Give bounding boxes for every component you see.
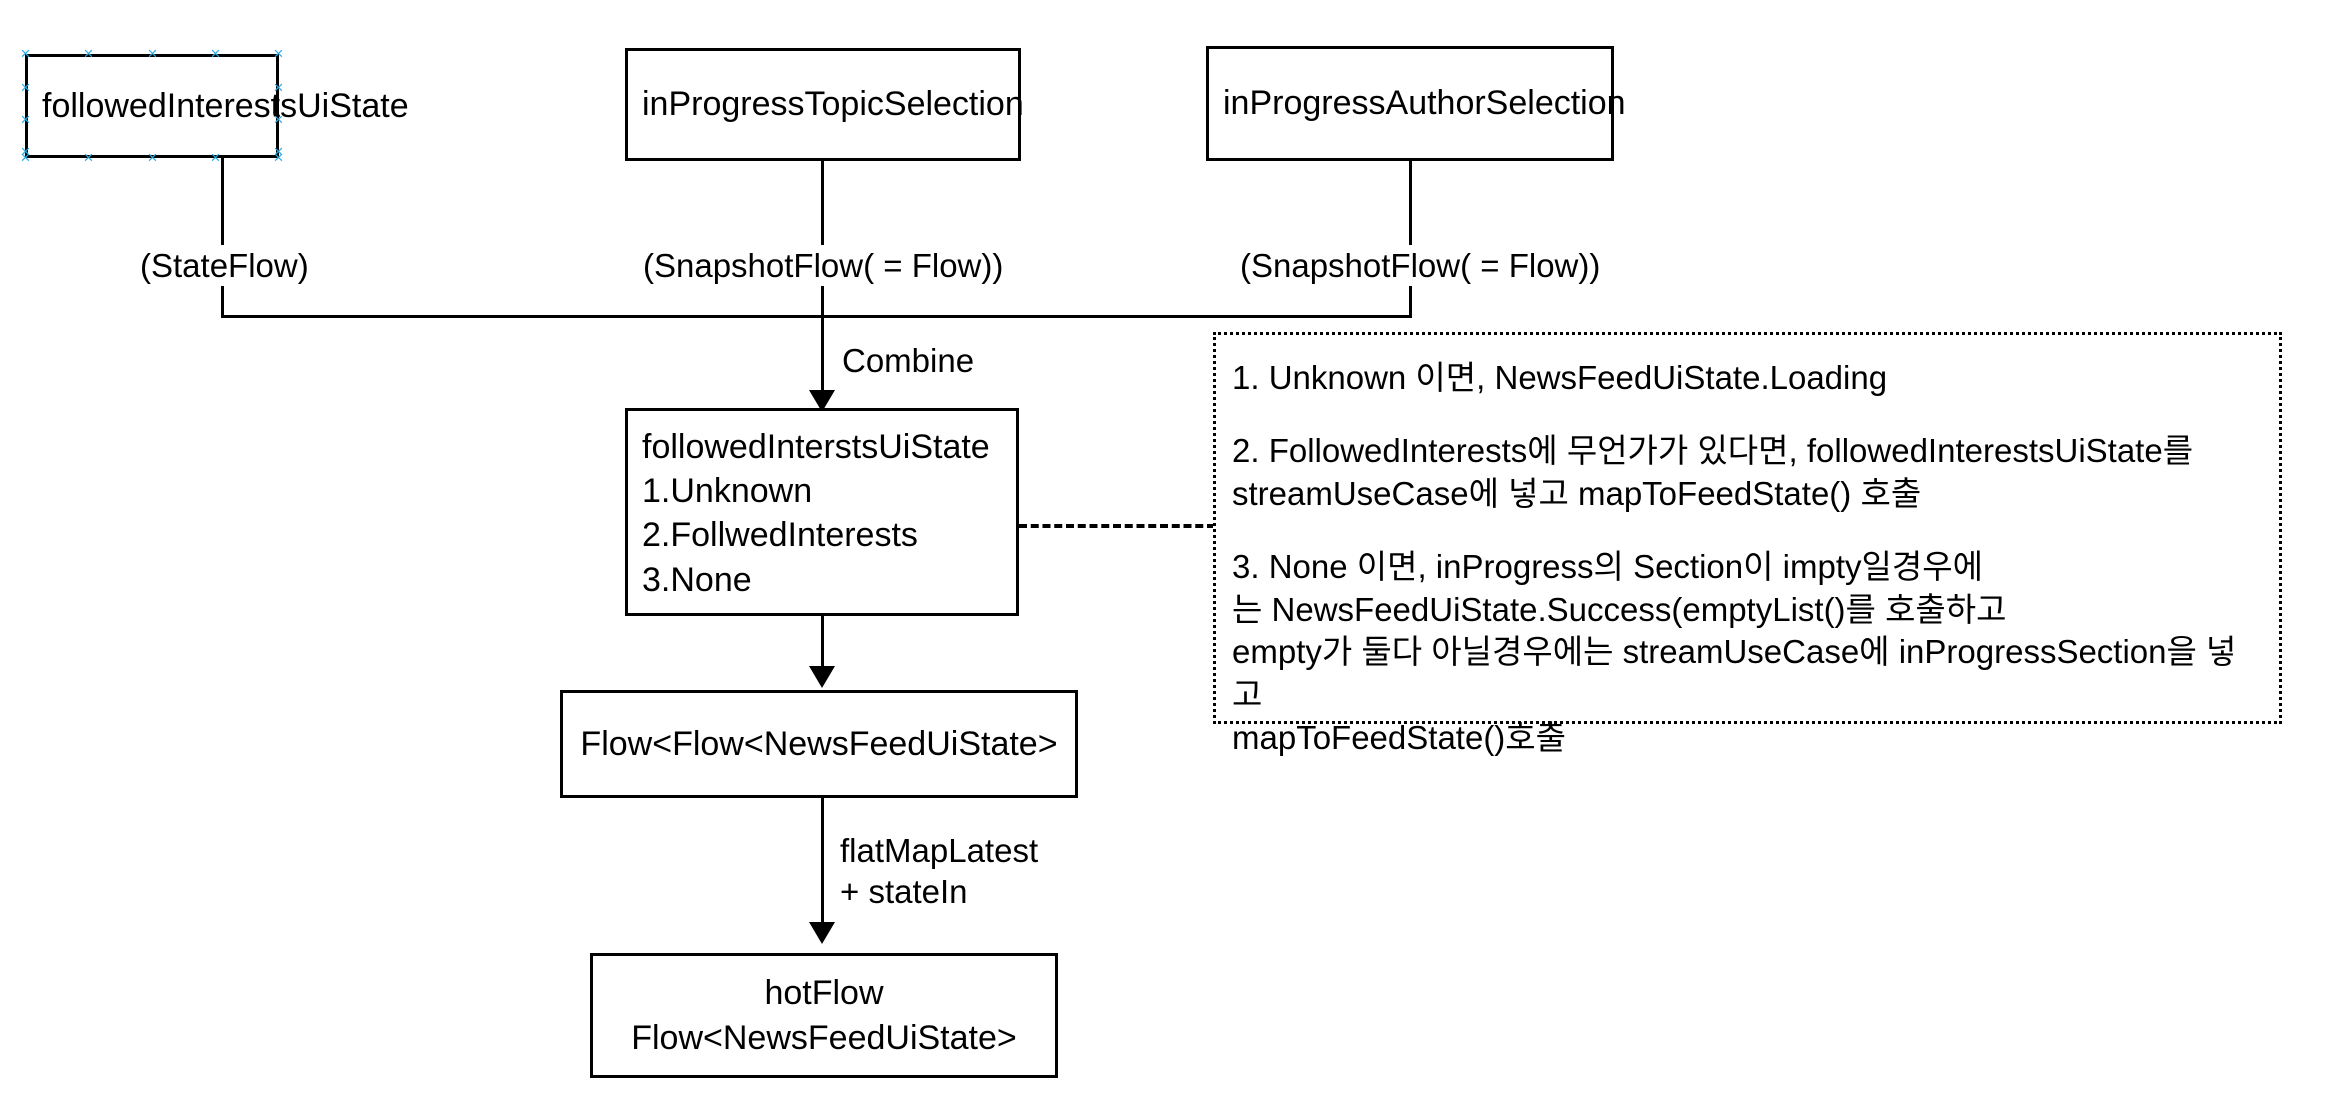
- selection-handle-top-right[interactable]: [272, 47, 285, 60]
- node-in-progress-topic-selection[interactable]: inProgressTopicSelection: [625, 48, 1024, 161]
- selection-handle-right-upper[interactable]: [272, 81, 285, 94]
- node-flow-of-flow[interactable]: Flow<Flow<NewsFeedUiState>: [560, 690, 1078, 798]
- node-in-progress-author-selection[interactable]: inProgressAuthorSelection: [1206, 46, 1626, 161]
- note-item-1: 1. Unknown 이면, NewsFeedUiState.Loading: [1232, 359, 1888, 396]
- node-label: followedInterstsUiState 1.Unknown 2.Foll…: [642, 428, 990, 599]
- node-followed-interests-ui-state[interactable]: followedInterestsUiState: [25, 54, 409, 158]
- selection-handle-bottom-right-mid[interactable]: [209, 151, 222, 164]
- connector-combined-to-flow: [821, 616, 824, 670]
- selection-handle-left-mid[interactable]: [19, 113, 32, 126]
- notes-panel: 1. Unknown 이면, NewsFeedUiState.Loading 2…: [1213, 332, 2282, 756]
- node-label: Flow<Flow<NewsFeedUiState>: [580, 724, 1058, 763]
- node-label: hotFlow Flow<NewsFeedUiState>: [631, 974, 1017, 1057]
- note-item-2: 2. FollowedInterests에 무언가가 있다면, followed…: [1232, 431, 2194, 512]
- type-label-state-flow: (StateFlow): [140, 245, 309, 287]
- type-label-snapshot-flow-author: (SnapshotFlow( = Flow)): [1240, 245, 1601, 287]
- selection-handle-bottom-mid[interactable]: [146, 151, 159, 164]
- connector-followed-interests-drop: [221, 158, 224, 317]
- connector-topic-selection-drop: [821, 161, 824, 414]
- connector-notes-link: [1019, 524, 1215, 528]
- connector-flow-to-hot-flow: [821, 798, 824, 925]
- selection-handle-top[interactable]: [82, 47, 95, 60]
- arrowhead-to-hot-flow: [809, 922, 835, 944]
- type-label-snapshot-flow-topic: (SnapshotFlow( = Flow)): [643, 245, 1004, 287]
- selection-handle-bottom[interactable]: [82, 151, 95, 164]
- node-label: inProgressTopicSelection: [642, 85, 1024, 124]
- arrowhead-combine: [809, 390, 835, 412]
- node-hot-flow[interactable]: hotFlow Flow<NewsFeedUiState>: [590, 953, 1058, 1078]
- edge-label-combine: Combine: [842, 340, 975, 382]
- arrowhead-to-flow-of-flow: [809, 666, 835, 688]
- selection-handle-top-left[interactable]: [19, 47, 32, 60]
- note-item-3: 3. None 이면, inProgress의 Section이 impty일경…: [1232, 547, 2237, 757]
- connector-combine-bus: [221, 315, 1412, 318]
- connector-author-selection-drop: [1409, 161, 1412, 317]
- selection-handle-top-right-mid[interactable]: [209, 47, 222, 60]
- selection-handle-left-upper[interactable]: [19, 81, 32, 94]
- selection-handle-bottom-right[interactable]: [272, 151, 285, 164]
- edge-label-flat-map-latest: flatMapLatest + stateIn: [840, 830, 1039, 913]
- node-label: followedInterestsUiState: [42, 86, 409, 125]
- selection-handle-right-mid[interactable]: [272, 113, 285, 126]
- selection-handle-top-mid[interactable]: [146, 47, 159, 60]
- selection-handle-bottom-left[interactable]: [19, 151, 32, 164]
- node-label: inProgressAuthorSelection: [1223, 84, 1626, 123]
- node-combined-state[interactable]: followedInterstsUiState 1.Unknown 2.Foll…: [625, 408, 1019, 616]
